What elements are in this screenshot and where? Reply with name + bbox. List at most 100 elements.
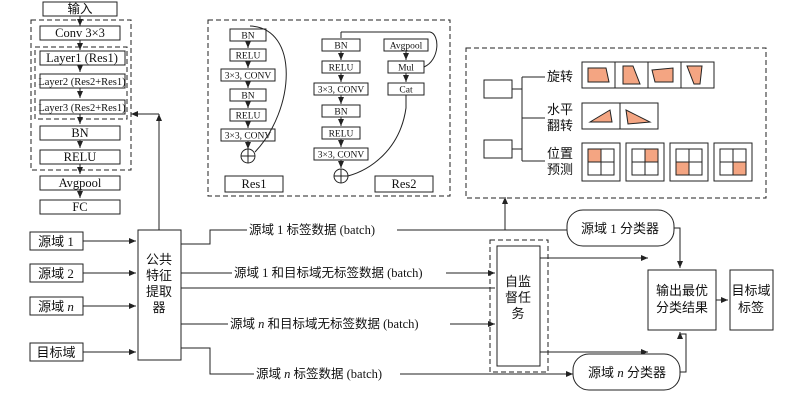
position-label-line2: 预测 (547, 162, 573, 177)
data-flows: 源域 1 标签数据 (batch) 源域 1 和目标域无标签数据 (batch)… (181, 197, 605, 381)
res2-relu2-label: RELU (329, 130, 354, 140)
res2-conv1-label: 3×3, CONV (318, 86, 365, 96)
label-suffix: 和目标域无标签数据 (batch) (264, 316, 418, 331)
relu-label: RELU (64, 150, 97, 164)
flow-sourcen-target: 源域 n 和目标域无标签数据 (batch) (230, 316, 419, 331)
self-supervised-line2: 督任 (505, 290, 531, 305)
classifier-1-to-output (674, 227, 683, 268)
self-supervised-dashed-group (489, 239, 549, 373)
flip-label-line2: 翻转 (547, 118, 573, 133)
self-supervised-box (496, 245, 541, 367)
label-italic: n (258, 317, 264, 331)
res2-attention-branch (341, 31, 438, 68)
bn-label: BN (71, 126, 88, 140)
layer3-box (39, 99, 126, 115)
flow-line (181, 229, 247, 245)
fc-box (39, 199, 121, 215)
res2-bn1-label: BN (334, 42, 347, 52)
label-italic: n (67, 299, 74, 314)
self-supervised-task: 自监 督任 务 (489, 239, 648, 373)
res2-cat-label: Cat (399, 86, 413, 96)
aug-source-box-top (483, 79, 513, 99)
flow-line (181, 347, 254, 375)
flipped-shape (588, 109, 613, 123)
res2-bn2-label: BN (334, 108, 347, 118)
aug-source-box-bottom (483, 139, 513, 159)
res1-relu2-label: RELU (236, 112, 261, 122)
grid-border (719, 148, 747, 176)
fc-label: FC (72, 200, 87, 214)
label-suffix: 分类器 (624, 365, 666, 380)
feature-extractor: 公共 特征 提取 器 (131, 111, 182, 361)
res1-caption-box (224, 175, 284, 193)
target-label-line1: 目标域 (731, 283, 770, 298)
flip-label-line1: 水平 (547, 102, 573, 117)
res1-caption: Res1 (242, 177, 267, 191)
input-label: 输入 (67, 1, 93, 16)
network-column: 输入 Conv 3×3 Layer1 (Res1) Layer2 (Res2+R… (30, 1, 132, 215)
flow-sourcen-labeled: 源域 n 标签数据 (batch) (256, 366, 382, 381)
res2-caption: Res2 (392, 177, 417, 191)
label-prefix: 源域 (230, 317, 258, 331)
grid-cell-highlight (675, 161, 690, 176)
res1-conv1-label: 3×3, CONV (225, 72, 272, 82)
flow-to-augmentation (397, 197, 508, 231)
label-prefix: 源域 (38, 299, 67, 314)
output-line1: 输出最优 (656, 283, 708, 298)
rotate-label: 旋转 (547, 69, 573, 84)
res2-avgpool-label: Avgpool (390, 42, 423, 52)
output-box (647, 269, 717, 331)
source-domain-1-label: 源域 1 (38, 234, 74, 249)
position-grid-1 (625, 142, 665, 182)
feature-extractor-box (137, 229, 182, 361)
res1-skip-connection (249, 25, 287, 153)
res2-caption-box (374, 175, 434, 193)
res1-relu1-label: RELU (236, 52, 261, 62)
position-grid-2 (669, 142, 709, 182)
output-section: 输出最优 分类结果 目标域 标签 (647, 269, 774, 331)
augmentation-panel: 旋转 水平 翻转 位置 预测 (465, 47, 767, 199)
backbone-dashed-group (30, 19, 132, 171)
layer2-box (39, 73, 126, 89)
flipped-shape (625, 109, 652, 125)
label-prefix: 源域 (256, 367, 284, 381)
flow-source1-labeled: 源域 1 标签数据 (batch) (249, 222, 375, 237)
self-supervised-line1: 自监 (505, 274, 531, 289)
layer1-label: Layer1 (Res1) (46, 51, 118, 65)
flow-source1-target: 源域 1 和目标域无标签数据 (batch) (234, 265, 423, 280)
label-italic: n (284, 367, 290, 381)
rotated-shape (651, 67, 674, 83)
grid-cell-highlight (587, 148, 602, 163)
feature-extractor-line4: 器 (152, 300, 165, 315)
classifier-n-to-output (677, 332, 687, 373)
target-label-box (729, 269, 774, 331)
rotated-shape (686, 65, 703, 85)
target-domain-label: 目标域 (36, 345, 75, 360)
position-grid-3 (713, 142, 753, 182)
residual-dashed-group (207, 19, 451, 197)
classifier-1-label: 源域 1 分类器 (581, 221, 659, 236)
res1-bn2-label: BN (241, 92, 254, 102)
avgpool-label: Avgpool (59, 176, 102, 190)
domain-inputs: 源域 1 源域 2 源域 n 目标域 (29, 231, 136, 362)
res2-mul-label: Mul (398, 64, 414, 74)
classifiers: 源域 1 分类器 源域 n 分类器 (566, 209, 687, 391)
conv-label: Conv 3×3 (55, 26, 105, 40)
res1-block: BN RELU 3×3, CONV BN RELU 3×3, CONV Res1 (220, 25, 287, 193)
layer3-label: Layer3 (Res2+Res1) (38, 103, 126, 114)
output-line2: 分类结果 (656, 300, 708, 315)
grid-cell-highlight (732, 161, 747, 176)
grid-border (675, 148, 703, 176)
feature-extractor-line2: 特征 (146, 268, 172, 283)
target-label-line2: 标签 (738, 300, 764, 315)
position-label-line1: 位置 (547, 146, 573, 161)
feature-extractor-line1: 公共 (146, 252, 172, 267)
rotated-shape (622, 65, 641, 85)
classifier-n-label: 源域 n 分类器 (588, 365, 666, 380)
self-supervised-line3: 务 (511, 306, 524, 321)
res1-conv2-label: 3×3, CONV (225, 132, 272, 142)
res2-relu1-label: RELU (329, 64, 354, 74)
augmentation-dashed-group (465, 47, 767, 199)
layer2-label: Layer2 (Res2+Res1) (38, 77, 126, 88)
feature-extractor-line3: 提取 (146, 284, 172, 299)
